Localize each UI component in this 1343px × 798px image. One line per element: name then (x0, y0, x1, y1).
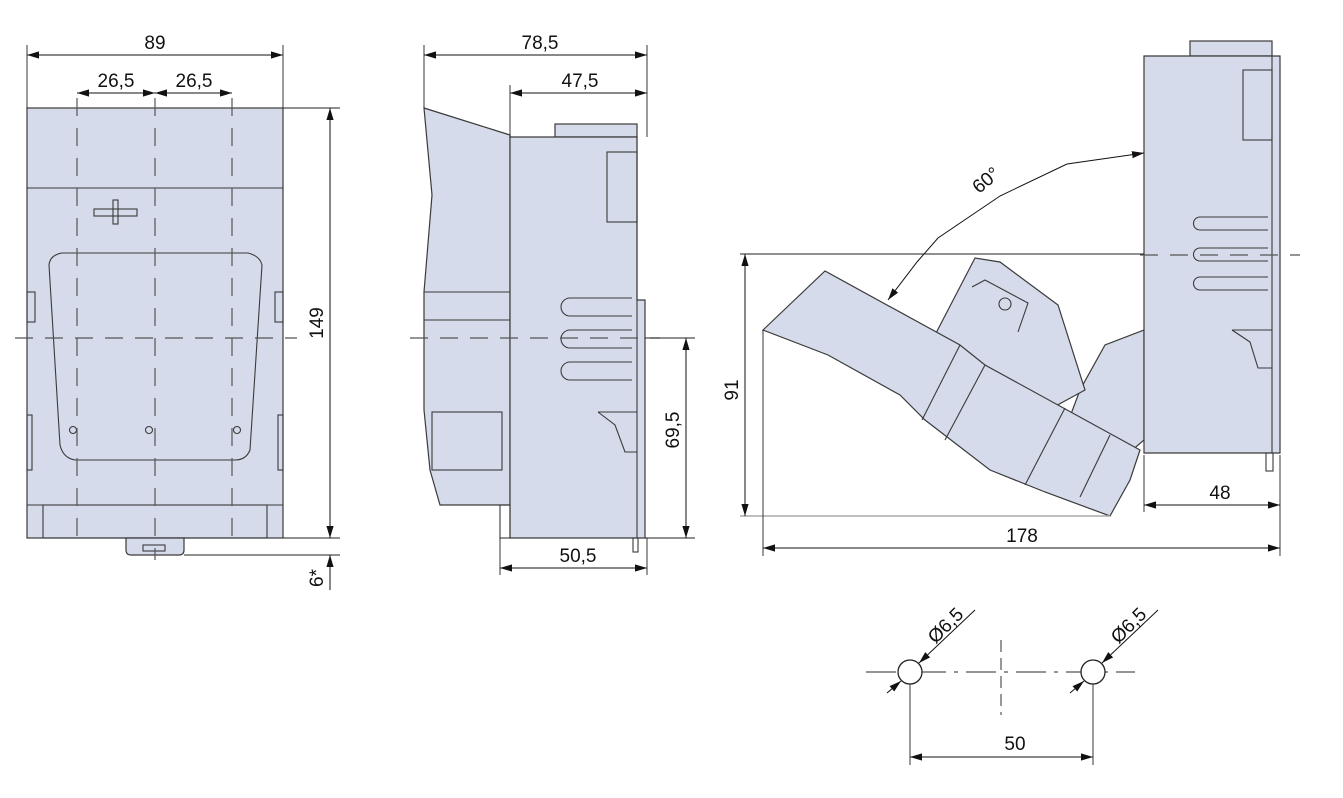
base-pin (1265, 452, 1274, 472)
side-clip (26, 291, 36, 323)
dim-pitch-right: 26,5 (176, 71, 213, 92)
leader-line (1101, 609, 1159, 664)
dim-base-depth: 50,5 (560, 546, 597, 567)
body-recess (1242, 69, 1273, 141)
slot (1192, 216, 1268, 231)
slot (560, 329, 632, 349)
top-block (1189, 40, 1273, 57)
side-clip (274, 291, 284, 323)
slot (560, 361, 632, 381)
dim-open-height: 91 (722, 379, 743, 400)
front-window (48, 252, 263, 461)
handle-grip (431, 411, 503, 471)
screw-hole (232, 425, 242, 435)
dim-hole-spacing: 50 (1004, 734, 1025, 755)
screw-hole (144, 425, 154, 435)
dim-height-axis: 69,5 (663, 412, 684, 449)
dim-depth-body: 47,5 (562, 71, 599, 92)
front-tab (125, 537, 185, 556)
dim-open-depth: 48 (1209, 483, 1230, 504)
mounting-holes: Ø6,5 Ø6,5 50 (866, 604, 1159, 765)
dim-height: 149 (307, 307, 328, 339)
tab-slot (142, 544, 166, 552)
front-view: 89 26,5 26,5 149 6* (15, 33, 340, 590)
leader-line (1069, 680, 1085, 694)
cross-mark-v (112, 199, 119, 225)
leader-line (886, 680, 902, 694)
hole-left-diameter: Ø6,5 (924, 604, 968, 648)
side-view: 78,5 47,5 69,5 50,5 (410, 33, 695, 575)
latch-hook (1231, 329, 1272, 369)
base-pin (632, 537, 639, 553)
base-foot (499, 504, 511, 539)
dim-depth-total: 78,5 (522, 33, 559, 54)
hole-right (1080, 659, 1106, 685)
dim-tab: 6* (307, 568, 328, 587)
handle-edge (921, 344, 961, 421)
slot (1192, 276, 1268, 291)
open-view: 60° 91 48 178 (722, 40, 1300, 556)
angle-dimension-line (887, 151, 1145, 301)
hole-right-diameter: Ø6,5 (1107, 604, 1151, 648)
dim-angle: 60° (969, 164, 1005, 199)
side-handle (423, 107, 511, 506)
slot (560, 297, 632, 317)
top-block (554, 123, 638, 138)
dim-total-length: 178 (1006, 526, 1038, 547)
dim-width: 89 (144, 33, 165, 54)
handle-edge (944, 364, 1111, 498)
leader-line (918, 609, 976, 664)
body-recess (606, 151, 638, 223)
side-rib (277, 414, 284, 471)
side-rib (26, 414, 33, 471)
latch-hook (597, 411, 637, 453)
cross-mark-h (93, 208, 138, 217)
slot (1192, 247, 1268, 262)
hole-left (897, 659, 923, 685)
dim-pitch-left: 26,5 (98, 71, 135, 92)
